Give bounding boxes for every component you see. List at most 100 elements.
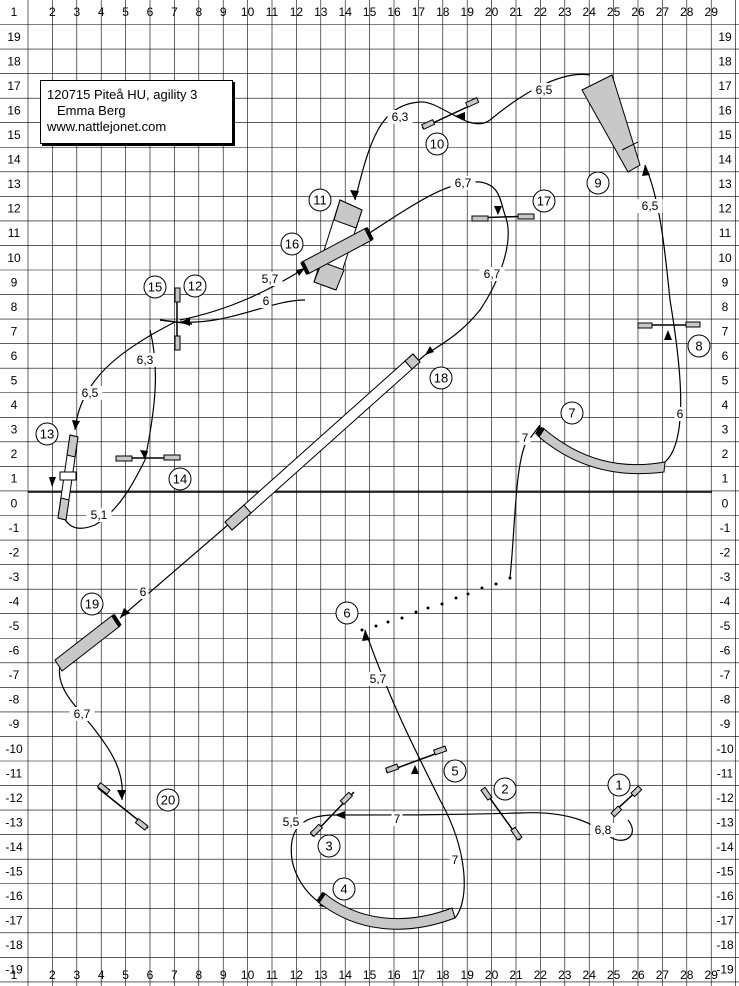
distance-label-bg	[590, 823, 616, 837]
grid-col-number: 2	[49, 968, 56, 982]
distance-label: 6,5	[536, 83, 553, 97]
obstacle-number-5: 5	[443, 759, 467, 783]
svg-text:5: 5	[451, 764, 458, 779]
obstacle-tunnel-4	[316, 891, 456, 930]
grid-col-number: 5	[122, 5, 129, 19]
obstacle-number-12: 12	[183, 274, 207, 298]
grid-row-number: 16	[718, 103, 732, 117]
grid-row-number: 13	[718, 177, 732, 191]
svg-text:11: 11	[313, 193, 327, 208]
grid-col-number: 17	[412, 5, 426, 19]
svg-text:12: 12	[188, 279, 202, 294]
obstacle-tunnel-19	[54, 613, 122, 672]
grid-col-number: 19	[461, 5, 475, 19]
obstacle-number-7: 7	[560, 401, 584, 425]
path-15-14	[144, 329, 157, 461]
grid-col-number: 9	[220, 968, 227, 982]
distance-label: 6,7	[74, 707, 91, 721]
grid-col-number: 18	[436, 968, 450, 982]
grid-col-number: 15	[363, 5, 377, 19]
grid-col-number: 24	[583, 5, 597, 19]
grid-row-number: 14	[7, 153, 21, 167]
obstacle-number-18: 18	[429, 366, 453, 390]
distance-label-bg	[531, 83, 557, 97]
obstacle-jump-8	[637, 321, 701, 329]
grid-row-number: 5	[722, 374, 729, 388]
distance-label: 6,3	[137, 353, 154, 367]
grid-col-number: 11	[266, 5, 279, 19]
grid-row-number: -17	[5, 914, 23, 928]
grid-row-number: -18	[5, 938, 23, 952]
grid-row-number: 17	[7, 79, 21, 93]
distance-label-bg	[137, 585, 149, 599]
svg-text:14: 14	[173, 472, 187, 487]
svg-text:3: 3	[325, 839, 332, 854]
path-12-13	[74, 321, 176, 431]
obstacle-jump-12	[174, 287, 181, 351]
grid-row-number: 18	[7, 54, 21, 68]
obstacle-number-8: 8	[687, 334, 711, 358]
grid-col-number: 18	[436, 5, 450, 19]
obstacle-number-20: 20	[156, 788, 180, 812]
svg-text:9: 9	[594, 176, 601, 191]
grid-row-number: -8	[9, 693, 20, 707]
grid-row-number: -11	[717, 766, 734, 780]
svg-text:10: 10	[430, 137, 444, 152]
grid-col-number: 5	[122, 968, 129, 982]
grid-row-number: -5	[9, 619, 20, 633]
grid-row-number: 4	[11, 398, 18, 412]
obstacle-number-13: 13	[35, 422, 59, 446]
obstacle-tunnel-7	[536, 426, 666, 475]
obstacle-number-9: 9	[586, 171, 610, 195]
grid-row-number: 16	[7, 103, 21, 117]
obstacle-jump-2	[480, 786, 523, 841]
grid-row-number: 9	[722, 275, 729, 289]
distance-label-bg	[674, 407, 686, 421]
grid-col-number: 27	[656, 5, 670, 19]
distance-label-bg	[77, 386, 103, 400]
grid-col-number: 13	[314, 5, 328, 19]
grid-col-number: 26	[631, 968, 645, 982]
grid-row-number: 7	[11, 324, 18, 338]
grid-col-number: 11	[266, 968, 279, 982]
obstacle-weave-6	[360, 576, 512, 632]
path-16-18	[367, 181, 509, 356]
obstacle-a-frame-9	[581, 74, 641, 173]
grid-col-number: 21	[509, 968, 523, 982]
distance-label-bg	[69, 707, 95, 721]
grid-col-number: 19	[461, 968, 475, 982]
grid-col-number: 27	[656, 968, 670, 982]
grid-col-number: 29	[705, 5, 719, 19]
path-1-3	[334, 812, 633, 841]
grid-row-number: 1	[722, 472, 729, 486]
grid-row-number: -3	[9, 570, 20, 584]
grid-row-number: 18	[718, 54, 732, 68]
grid-row-number: 3	[11, 423, 18, 437]
grid-row-number: 8	[722, 300, 729, 314]
obstacle-jump-5	[385, 745, 448, 774]
path-19-20	[58, 664, 123, 801]
grid-row-number: 7	[722, 324, 729, 338]
grid-row-number: 19	[7, 30, 21, 44]
distance-label: 6,3	[392, 110, 409, 124]
obstacle-number-10: 10	[425, 132, 449, 156]
grid-row-number: -4	[720, 594, 731, 608]
obstacle-number-19: 19	[80, 592, 104, 616]
distance-label-bg	[132, 353, 158, 367]
grid-row-number: 2	[722, 447, 729, 461]
grid-row-number: 6	[722, 349, 729, 363]
grid-col-number: 6	[147, 5, 154, 19]
distance-label: 7	[522, 431, 529, 445]
grid-row-number: -6	[9, 644, 20, 658]
distance-label: 6	[677, 407, 684, 421]
grid-row-number: -19	[716, 963, 734, 977]
grid-row-number: 11	[719, 226, 732, 240]
website-link: www.nattlejonet.com	[47, 119, 167, 134]
course-title: 120715 Piteå HU, agility 3	[47, 87, 198, 102]
course-info-box: 120715 Piteå HU, agility 3 Emma Berg www…	[40, 80, 233, 144]
grid-row-number: -16	[5, 889, 23, 903]
grid-row-number: -5	[720, 619, 731, 633]
obstacle-number-11: 11	[308, 188, 332, 212]
obstacle-jump-3	[309, 791, 355, 838]
